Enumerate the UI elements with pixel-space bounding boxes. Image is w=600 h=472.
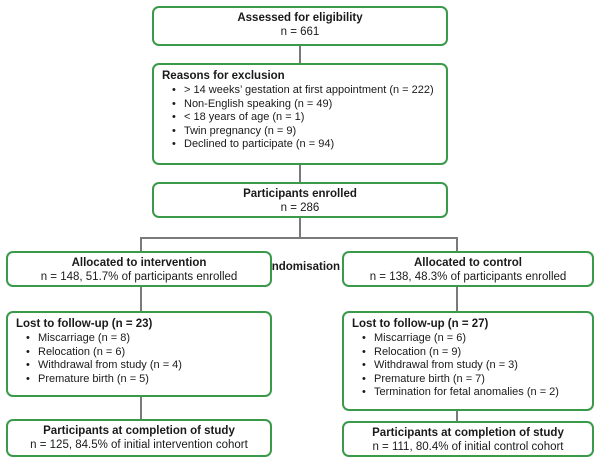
control-lost-title: Lost to follow-up (n = 27) [352,318,489,330]
exclusion-title: Reasons for exclusion [162,70,285,82]
intervention-lost-list: Miscarriage (n = 8) Relocation (n = 6) W… [16,332,270,386]
control-lost-item: Termination for fetal anomalies (n = 2) [362,386,592,400]
assessed-count: n = 661 [280,26,320,38]
intervention-allocation-box: Allocated to intervention n = 148, 51.7%… [6,251,272,287]
control-title: Allocated to control [414,257,522,269]
connector-lost-completion-control [456,411,458,421]
intervention-title: Allocated to intervention [71,257,207,269]
randomisation-label: Randomisation [257,261,341,273]
exclusion-item: > 14 weeks’ gestation at first appointme… [172,84,446,98]
control-lost-item: Miscarriage (n = 6) [362,332,592,346]
control-lost-item: Relocation (n = 9) [362,346,592,360]
enrolled-box: Participants enrolled n = 286 [152,182,448,218]
connector-branch-control [456,237,458,251]
intervention-lost-item: Premature birth (n = 5) [26,373,270,387]
connector-branch-horizontal [140,237,458,239]
connector-intervention-lost [140,287,142,311]
intervention-count: n = 148, 51.7% of participants enrolled [40,271,238,283]
intervention-lost-title: Lost to follow-up (n = 23) [16,318,153,330]
exclusion-item: Non-English speaking (n = 49) [172,98,446,112]
intervention-lost-item: Miscarriage (n = 8) [26,332,270,346]
control-allocation-box: Allocated to control n = 138, 48.3% of p… [342,251,594,287]
control-count: n = 138, 48.3% of participants enrolled [369,271,567,283]
control-lost-box: Lost to follow-up (n = 27) Miscarriage (… [342,311,594,411]
connector-lost-completion-intervention [140,397,142,419]
control-completion-count: n = 111, 80.4% of initial control cohort [372,441,564,453]
assessed-box: Assessed for eligibility n = 661 [152,6,448,46]
connector-branch-intervention [140,237,142,251]
intervention-completion-box: Participants at completion of study n = … [6,419,272,457]
intervention-completion-title: Participants at completion of study [43,425,235,437]
intervention-lost-item: Withdrawal from study (n = 4) [26,359,270,373]
exclusion-box: Reasons for exclusion > 14 weeks’ gestat… [152,63,448,165]
control-completion-title: Participants at completion of study [372,427,564,439]
control-lost-item: Withdrawal from study (n = 3) [362,359,592,373]
control-lost-list: Miscarriage (n = 6) Relocation (n = 9) W… [352,332,592,400]
exclusion-list: > 14 weeks’ gestation at first appointme… [162,84,446,152]
intervention-lost-box: Lost to follow-up (n = 23) Miscarriage (… [6,311,272,397]
exclusion-item: Declined to participate (n = 94) [172,138,446,152]
control-lost-item: Premature birth (n = 7) [362,373,592,387]
connector-enrolled-branch [299,218,301,238]
intervention-lost-item: Relocation (n = 6) [26,346,270,360]
exclusion-item: < 18 years of age (n = 1) [172,111,446,125]
exclusion-item: Twin pregnancy (n = 9) [172,125,446,139]
enrolled-title: Participants enrolled [243,188,357,200]
connector-control-lost [456,287,458,311]
intervention-completion-count: n = 125, 84.5% of initial intervention c… [30,439,248,451]
control-completion-box: Participants at completion of study n = … [342,421,594,457]
assessed-title: Assessed for eligibility [237,12,363,24]
enrolled-count: n = 286 [280,202,320,214]
